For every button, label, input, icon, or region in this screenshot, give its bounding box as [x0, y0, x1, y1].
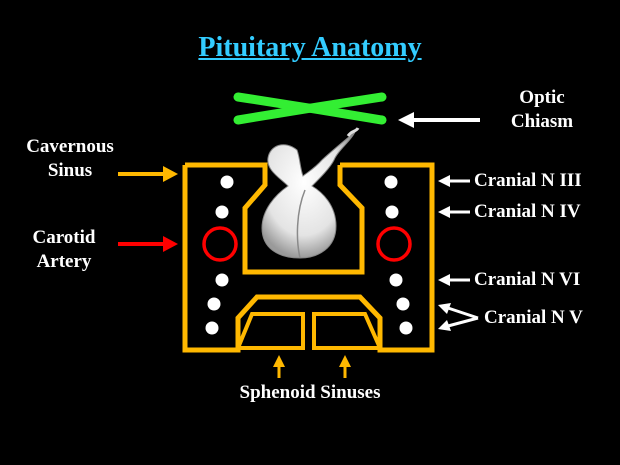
sphenoid-sinuses-label: Sphenoid Sinuses: [205, 381, 415, 405]
pituitary-gland: [262, 128, 358, 258]
left-cn3: [221, 176, 234, 189]
right-carotid-artery: [378, 228, 410, 260]
carotid-artery-label-line2: Artery: [14, 250, 114, 274]
optic-chiasm: [238, 97, 382, 120]
optic-chiasm-label-line2: Chiasm: [497, 110, 587, 134]
left-cn4: [216, 206, 229, 219]
sphenoid-arrows: [273, 355, 351, 378]
cn6-label: Cranial N VI: [474, 268, 580, 292]
cn3-label: Cranial N III: [474, 169, 582, 193]
cn4-label: Cranial N IV: [474, 200, 581, 224]
left-cn5a: [208, 298, 221, 311]
sphenoid-sinuses: [238, 314, 380, 348]
optic-chiasm-label-line1: Optic: [497, 86, 587, 110]
left-carotid-artery: [204, 228, 236, 260]
optic-chiasm-label: Optic Chiasm: [497, 86, 587, 134]
cavernous-sinus-label-line2: Sinus: [12, 159, 128, 183]
cn4-arrow: [438, 206, 470, 218]
cavernous-sinus-label-line1: Cavernous: [12, 135, 128, 159]
carotid-artery-label-line1: Carotid: [14, 226, 114, 250]
carotid-artery-arrow: [118, 236, 178, 252]
right-cn6: [390, 274, 403, 287]
right-cn3: [385, 176, 398, 189]
cn3-arrow: [438, 175, 470, 187]
cn5-label: Cranial N V: [484, 306, 583, 330]
right-cn5a: [397, 298, 410, 311]
right-cn4: [386, 206, 399, 219]
cn5-arrows: [438, 303, 478, 331]
cn6-arrow: [438, 274, 470, 286]
optic-chiasm-arrow: [398, 112, 480, 128]
left-cn5b: [206, 322, 219, 335]
carotid-artery-label: Carotid Artery: [14, 226, 114, 274]
left-cn6: [216, 274, 229, 287]
right-nerves: [385, 176, 413, 335]
cavernous-sinus-label: Cavernous Sinus: [12, 135, 128, 183]
right-cn5b: [400, 322, 413, 335]
